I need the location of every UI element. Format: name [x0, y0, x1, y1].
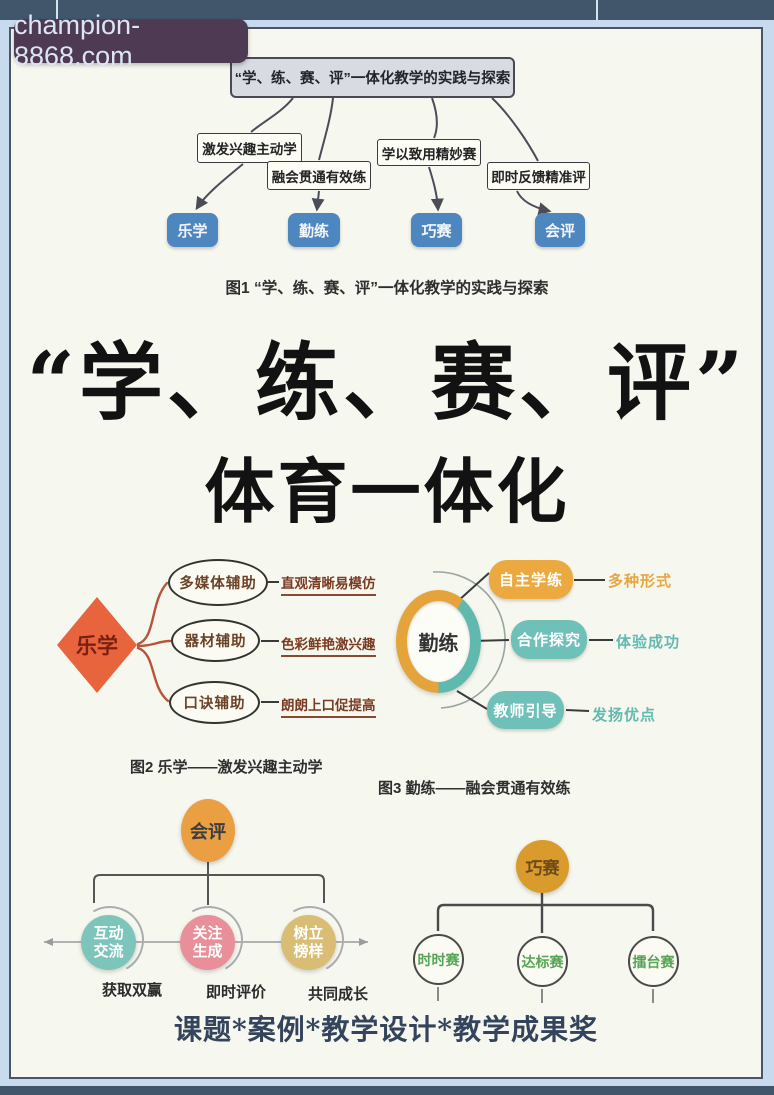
fig3-desc-2: 体验成功	[616, 634, 681, 651]
fig3-center-label: 勤练	[407, 601, 470, 682]
fig3-item-teacher-guide: 教师引导	[487, 691, 564, 729]
fig1-caption: 图1 “学、练、赛、评”一体化教学的实践与探索	[225, 280, 549, 297]
fig1-branch-learn: 激发兴趣主动学	[197, 133, 302, 163]
fig5-item-leitaisai: 擂台赛	[628, 936, 679, 987]
fig4-item-role-model: 树立 榜样	[281, 915, 336, 970]
fig2-item-mnemonic: 口诀辅助	[169, 681, 260, 724]
fig4-desc-2: 即时评价	[206, 984, 267, 1001]
fig3-caption: 图3 勤练——融会贯通有效练	[378, 780, 571, 797]
top-bar-divider-left	[56, 0, 58, 20]
fig4-center-circle: 会评	[181, 799, 235, 862]
fig1-root-box: “学、练、赛、评”一体化教学的实践与探索	[230, 57, 515, 98]
footer-awards-line: 课题*案例*教学设计*教学成果奖	[174, 1013, 598, 1046]
fig5-center-circle: 巧赛	[516, 840, 569, 893]
fig1-branch-evaluate: 即时反馈精准评	[487, 162, 590, 190]
main-title-line1: “学、练、赛、评”	[26, 333, 748, 432]
fig2-desc-1: 直观清晰易模仿	[281, 572, 376, 596]
main-title-line2: 体育一体化	[204, 450, 570, 533]
top-bar-divider-right	[596, 0, 598, 20]
fig3-item-self-study: 自主学练	[489, 560, 573, 599]
window-bottom-bar	[0, 1086, 774, 1095]
fig4-item-interaction: 互动 交流	[81, 915, 136, 970]
fig3-desc-1: 多种形式	[608, 573, 673, 590]
fig2-caption: 图2 乐学——激发兴趣主动学	[130, 759, 323, 776]
fig1-node-lexue: 乐学	[167, 213, 218, 247]
poster-page	[9, 27, 763, 1079]
fig1-branch-practice: 融会贯通有效练	[267, 161, 371, 190]
fig2-desc-2: 色彩鲜艳激兴趣	[281, 633, 376, 657]
fig1-node-qinlian: 勤练	[288, 213, 340, 247]
watermark-text: champion-8868.com	[14, 10, 141, 71]
fig4-desc-1: 获取双赢	[102, 982, 163, 999]
fig4-item-generation: 关注 生成	[180, 915, 235, 970]
fig3-center-ring: 勤练	[396, 590, 481, 693]
fig1-branch-compete: 学以致用精妙赛	[377, 139, 481, 166]
watermark-badge: champion-8868.com	[14, 10, 248, 71]
fig5-item-dabiaosai: 达标赛	[517, 936, 568, 987]
fig4-desc-3: 共同成长	[308, 986, 369, 1003]
fig1-node-huiping: 会评	[535, 213, 585, 247]
fig2-item-multimedia: 多媒体辅助	[168, 559, 268, 606]
fig2-item-equipment: 器材辅助	[171, 619, 260, 662]
fig5-item-shishisai: 时时赛	[413, 934, 464, 985]
window-top-bar	[0, 0, 774, 20]
fig3-item-cooperation: 合作探究	[511, 620, 587, 659]
fig3-desc-3: 发扬优点	[592, 707, 657, 724]
fig2-desc-3: 朗朗上口促提高	[281, 694, 376, 718]
fig1-node-qiaosai: 巧赛	[411, 213, 462, 247]
